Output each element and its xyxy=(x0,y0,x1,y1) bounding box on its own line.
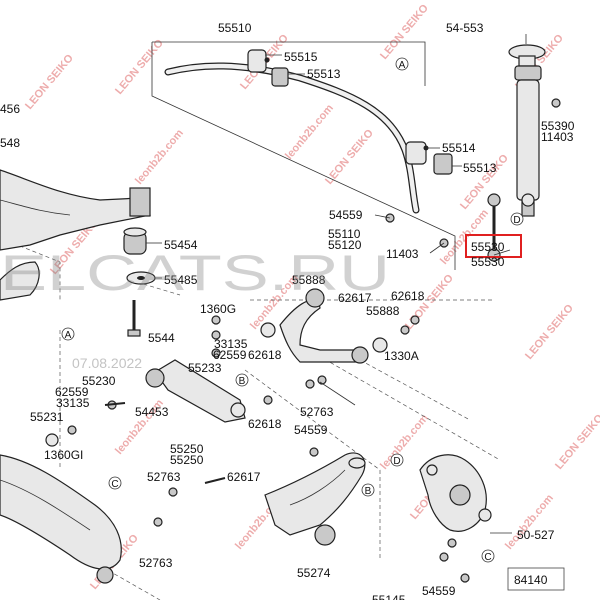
part-label[interactable]: 55510 xyxy=(218,21,252,35)
part-label[interactable]: 55120 xyxy=(328,238,362,252)
part-label[interactable]: 62617 xyxy=(338,291,372,305)
part-label[interactable]: 62618 xyxy=(248,348,282,362)
part-label[interactable]: 62559 xyxy=(213,348,247,362)
part-label[interactable]: 52763 xyxy=(139,556,173,570)
part-label[interactable]: 84140 xyxy=(514,573,548,587)
part-label[interactable]: 55233 xyxy=(188,361,222,375)
part-label[interactable]: 50-527 xyxy=(517,528,555,542)
part-label[interactable]: 11403 xyxy=(386,247,419,261)
part-labels: 55510 54-553 55515 55513 456 548 55390 1… xyxy=(0,21,575,600)
part-label[interactable]: 62617 xyxy=(227,470,261,484)
ref-marker-c1: C xyxy=(108,476,122,490)
part-label[interactable]: 55888 xyxy=(292,273,326,287)
part-label[interactable]: 33135 xyxy=(56,396,90,410)
part-label[interactable]: 55110 xyxy=(328,227,361,241)
part-label[interactable]: 54559 xyxy=(422,584,456,598)
ref-marker-c2-label: C xyxy=(484,552,491,563)
ref-marker-a1-label: A xyxy=(399,60,406,71)
ref-marker-d1: D xyxy=(510,212,524,226)
site-watermark: ELCATS.RU xyxy=(0,245,390,301)
brand-watermark: LEON SEIKO xyxy=(323,127,376,187)
part-label[interactable]: 5544 xyxy=(148,331,175,345)
part-label[interactable]: 55513 xyxy=(463,161,497,175)
ref-marker-d2-label: D xyxy=(393,456,400,467)
part-label[interactable]: 33135 xyxy=(214,337,248,351)
brand-watermark: LEON SEIKO xyxy=(553,412,600,472)
part-label[interactable]: 55888 xyxy=(366,304,400,318)
part-box-84140 xyxy=(507,567,565,591)
shock-absorber xyxy=(508,44,546,217)
brand-site-watermark: leonb2b.com xyxy=(283,102,336,162)
upper-control-arm xyxy=(260,288,388,364)
part-label[interactable]: 62618 xyxy=(391,289,425,303)
brand-watermark: LEON SEIKO xyxy=(378,2,431,62)
selected-part-highlight xyxy=(465,234,522,258)
lower-control-arm-55274 xyxy=(264,452,366,546)
part-label[interactable]: 55515 xyxy=(284,50,318,64)
part-label[interactable]: 55390 xyxy=(541,119,575,133)
brand-watermark: LEON SEIKO xyxy=(523,302,576,362)
lower-arm-left-assembly xyxy=(0,454,122,584)
ref-marker-b1: B xyxy=(235,373,249,387)
ref-marker-d1-label: D xyxy=(513,215,520,226)
ref-marker-c1-label: C xyxy=(111,479,118,490)
part-label[interactable]: 55274 xyxy=(297,566,331,580)
part-label[interactable]: 55250 xyxy=(170,453,204,467)
part-label[interactable]: 55231 xyxy=(30,410,64,424)
mount-bolt-5544 xyxy=(127,300,141,337)
stabilizer-bushing-right xyxy=(405,141,453,175)
part-label[interactable]: 548 xyxy=(0,136,20,150)
part-label[interactable]: 1330A xyxy=(384,349,419,363)
fasteners xyxy=(45,98,561,583)
crossmember xyxy=(0,169,151,301)
brand-site-watermark: leonb2b.com xyxy=(503,492,556,552)
part-label[interactable]: 55485 xyxy=(164,273,198,287)
selected-part-label[interactable]: 55530 xyxy=(471,240,505,254)
part-label[interactable]: 55513 xyxy=(307,67,341,81)
ref-marker-a2: A xyxy=(61,327,75,341)
part-label[interactable]: 55454 xyxy=(164,238,198,252)
ref-marker-b2-label: B xyxy=(365,486,372,497)
part-label[interactable]: 456 xyxy=(0,102,20,116)
date-watermark: 07.08.2022 xyxy=(72,355,142,371)
knuckle xyxy=(419,454,492,532)
ref-marker-b2: B xyxy=(361,483,375,497)
part-label[interactable]: 52763 xyxy=(300,405,334,419)
part-label[interactable]: 62618 xyxy=(248,417,282,431)
part-label[interactable]: 54559 xyxy=(294,423,328,437)
part-label[interactable]: 1360GI xyxy=(44,448,83,462)
brand-site-watermark: leonb2b.com xyxy=(378,412,431,472)
leader-lines xyxy=(146,34,527,534)
ref-marker-d2: D xyxy=(390,453,404,467)
part-label[interactable]: 1360G xyxy=(200,302,236,316)
ref-marker-c2: C xyxy=(481,549,495,563)
part-label[interactable]: 55250 xyxy=(170,442,204,456)
ref-marker-b1-label: B xyxy=(239,376,246,387)
ref-marker-a2-label: A xyxy=(65,330,72,341)
brand-site-watermark: leonb2b.com xyxy=(133,127,186,187)
part-label[interactable]: 54559 xyxy=(329,208,363,222)
part-label[interactable]: 52763 xyxy=(147,470,181,484)
part-label[interactable]: 55230 xyxy=(82,374,116,388)
brand-watermark: LEON SEIKO xyxy=(23,52,76,112)
part-label[interactable]: 62559 xyxy=(55,385,89,399)
brand-watermark: LEON SEIKO xyxy=(113,37,166,97)
ref-marker-a1: A xyxy=(395,57,409,71)
lower-control-arm-55250 xyxy=(145,359,246,423)
stabilizer-bar xyxy=(164,62,420,214)
part-label[interactable]: 11403 xyxy=(541,130,574,144)
part-label[interactable]: 55514 xyxy=(442,141,476,155)
stabilizer-bushing-left xyxy=(247,49,289,87)
assembly-outlines xyxy=(0,41,501,600)
part-label[interactable]: 54453 xyxy=(135,405,169,419)
part-label[interactable]: 55145 xyxy=(372,593,406,600)
part-label[interactable]: 55530 xyxy=(471,255,505,269)
part-label[interactable]: 54-553 xyxy=(446,21,484,35)
